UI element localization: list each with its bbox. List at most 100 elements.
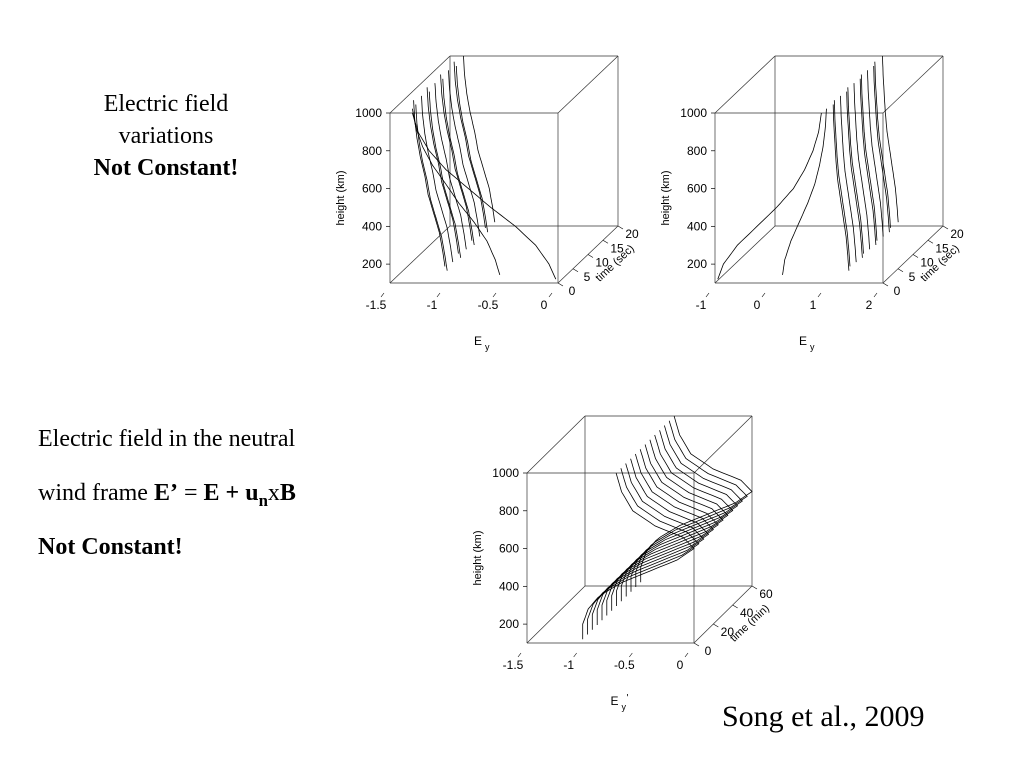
eq-b: B (279, 480, 296, 506)
box-edge (693, 585, 753, 644)
series-line (421, 95, 454, 263)
x-tick-label: -1 (563, 658, 574, 672)
eq-u: u (245, 480, 259, 506)
eq-equals: = (177, 480, 204, 506)
z-tick-label: 200 (687, 257, 707, 271)
caption-emphasis: Not Constant! (38, 534, 183, 560)
series-line (630, 425, 743, 592)
x-tick-mark (517, 652, 522, 658)
caption-equation-line: wind frame E’ = E + unxB (38, 479, 368, 510)
time-tick-label: 20 (625, 227, 639, 241)
series-line (874, 61, 891, 228)
x-tick-label: 0 (541, 298, 548, 312)
time-tick-mark (572, 268, 579, 273)
box-edge (389, 55, 451, 114)
box-edge (714, 55, 776, 114)
series-lines (582, 415, 753, 640)
series-line (859, 78, 877, 246)
eq-cross: x (267, 480, 280, 506)
box-edge (526, 585, 586, 644)
series-line (832, 104, 850, 271)
x-axis-label-subscript: y (485, 342, 490, 352)
series-line (625, 430, 739, 597)
time-tick-mark (617, 225, 624, 230)
z-tick-label: 200 (362, 257, 382, 271)
caption-neutral-wind-frame: Electric field in the neutral wind frame… (38, 425, 368, 587)
eq-e: E (203, 480, 220, 506)
x-tick-label: -0.5 (614, 658, 635, 672)
x-tick-mark (573, 652, 577, 658)
eq-e-prime: E’ (153, 480, 178, 506)
time-tick-mark (897, 268, 904, 273)
series-line (448, 70, 481, 237)
z-axis-label: height (km) (660, 170, 672, 225)
series-line (782, 108, 827, 275)
z-tick-label: 600 (687, 182, 707, 196)
x-tick-mark (492, 292, 497, 298)
series-line (412, 108, 501, 276)
x-tick-label: -0.5 (478, 298, 499, 312)
box-edge (882, 55, 944, 114)
time-tick-mark (927, 239, 934, 244)
series-line (455, 65, 489, 233)
z-tick-label: 1000 (355, 106, 382, 120)
time-tick-label: 0 (894, 284, 901, 298)
series-line (426, 87, 459, 254)
eq-plus: + (219, 480, 246, 506)
z-tick-label: 400 (687, 219, 707, 233)
box-edge (714, 225, 776, 284)
time-tick-mark (693, 642, 700, 647)
x-tick-mark (761, 292, 766, 298)
x-tick-mark (817, 292, 822, 298)
time-tick-label: 0 (569, 284, 576, 298)
series-lines (717, 55, 899, 280)
x-tick-label: 2 (866, 298, 873, 312)
x-tick-label: 0 (754, 298, 761, 312)
time-tick-label: 10 (920, 256, 934, 270)
caption-emphasis: Not Constant! (93, 155, 239, 181)
z-tick-label: 800 (362, 144, 382, 158)
series-line (440, 74, 473, 241)
series-line (840, 95, 857, 263)
z-tick-label: 1000 (492, 466, 519, 480)
time-tick-mark (557, 282, 564, 287)
series-line (867, 70, 884, 237)
z-tick-label: 800 (687, 144, 707, 158)
time-tick-mark (882, 282, 889, 287)
series-line (616, 439, 729, 606)
series-line (412, 112, 557, 280)
series-line (620, 434, 734, 602)
z-tick-label: 600 (499, 542, 519, 556)
citation: Song et al., 2009 (722, 700, 925, 733)
x-tick-mark (705, 292, 710, 298)
time-tick-label: 20 (950, 227, 964, 241)
series-lines (412, 55, 557, 280)
series-line (442, 78, 475, 246)
box-edge (693, 415, 753, 474)
series-line (434, 83, 467, 250)
series-line (635, 420, 748, 587)
x-axis-label-subscript: y (622, 702, 627, 712)
series-line (847, 87, 864, 254)
x-tick-mark (684, 652, 689, 658)
x-axis-label-prime: ' (627, 693, 629, 704)
x-tick-label: -1.5 (503, 658, 524, 672)
z-tick-label: 600 (362, 182, 382, 196)
x-tick-label: 0 (677, 658, 684, 672)
series-line (853, 83, 871, 250)
x-tick-label: -1 (427, 298, 438, 312)
x-axis-label: E (610, 694, 618, 708)
caption-line: Electric field (103, 91, 229, 117)
x-axis-label: E (799, 334, 807, 348)
time-tick-label: 5 (909, 270, 916, 284)
time-tick-mark (912, 254, 919, 258)
x-tick-mark (548, 292, 553, 298)
box-edge (526, 415, 586, 474)
time-tick-mark (942, 225, 949, 230)
z-tick-label: 400 (499, 579, 519, 593)
time-tick-label: 5 (584, 270, 591, 284)
x-tick-mark (873, 292, 878, 298)
time-tick-label: 0 (705, 644, 712, 658)
